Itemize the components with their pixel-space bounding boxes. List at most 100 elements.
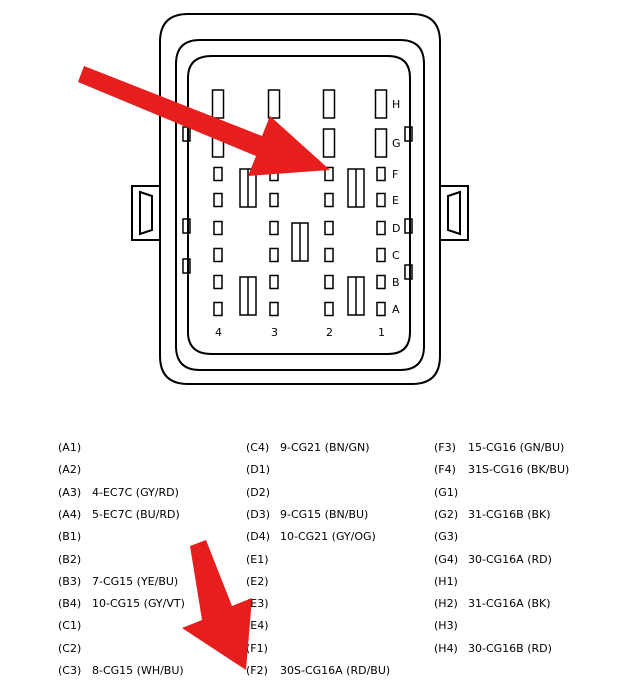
pin-entry: (G3) — [434, 530, 468, 543]
pin-circuit: 9-CG21 (BN/GN) — [280, 441, 370, 454]
pin-id: (C1) — [58, 619, 82, 633]
cavity-d3 — [269, 220, 279, 236]
pin-id: (H1) — [434, 574, 458, 588]
cavity-e2 — [324, 192, 334, 208]
cavity-b2 — [324, 274, 334, 290]
pin-id: (G4) — [434, 552, 459, 566]
pin-id: (B4) — [58, 597, 82, 611]
right-latch — [440, 185, 469, 241]
pin-entry: (D3) 9-CG15 (BN/BU) — [246, 508, 368, 521]
pin-id: (B3) — [58, 574, 82, 588]
row-label: E — [392, 194, 399, 207]
pin-circuit: 31-CG16B (BK) — [468, 507, 551, 521]
pin-circuit: 10-CG21 (GY/OG) — [280, 530, 376, 544]
pin-circuit: 30S-CG16A (RD/BU) — [280, 664, 391, 677]
housing-peg-4 — [404, 126, 413, 142]
column-label: 2 — [326, 326, 333, 339]
pin-circuit: 15-CG16 (GN/BU) — [468, 441, 565, 454]
column-label: 4 — [215, 326, 222, 339]
pin-id: (E2) — [246, 574, 269, 588]
row-label: H — [392, 98, 400, 111]
pin-entry: (H2)31-CG16A (BK) — [434, 597, 551, 610]
cavity-a1 — [376, 301, 386, 317]
pin-entry: (G4)30-CG16A (RD) — [434, 553, 552, 566]
pin-entry: (E2) — [246, 575, 280, 588]
cavity-b4 — [213, 274, 223, 290]
cavity-c4 — [213, 247, 223, 263]
pin-entry: (G2) 31-CG16B (BK) — [434, 508, 551, 521]
pin-id: (F2) — [246, 664, 268, 677]
pin-entry: (F3) 15-CG16 (GN/BU) — [434, 441, 564, 454]
pin-entry: (G1) — [434, 486, 468, 499]
connector-housing-outer — [159, 13, 441, 385]
cavity-e1 — [376, 192, 386, 208]
pin-id: (B2) — [58, 552, 82, 566]
pin-id: (C3) — [58, 664, 82, 677]
cavity-d4 — [213, 220, 223, 236]
pin-id: (F4) — [434, 463, 456, 477]
row-label: F — [392, 168, 398, 181]
cavity-b1 — [376, 274, 386, 290]
row-label: D — [392, 222, 400, 235]
pin-entry: (E1) — [246, 553, 280, 566]
cavity-c2 — [324, 247, 334, 263]
pin-id: (F3) — [434, 441, 456, 454]
pin-id: (A4) — [58, 507, 82, 521]
pin-circuit: 31-CG16A (BK) — [468, 597, 551, 611]
pin-entry: (C1) — [58, 619, 92, 632]
pin-entry: (H1) — [434, 575, 468, 588]
row-label: A — [392, 303, 400, 316]
pin-circuit: 7-CG15 (YE/BU) — [92, 574, 179, 588]
pin-id: (A1) — [58, 441, 82, 454]
pin-id: (G2) — [434, 507, 459, 521]
pin-id: (D4) — [246, 530, 271, 544]
row-label: C — [392, 249, 400, 262]
pin-entry: (B3) 7-CG15 (YE/BU) — [58, 575, 178, 588]
pin-id: (H4) — [434, 641, 458, 655]
pin-circuit: 5-EC7C (BU/RD) — [92, 507, 180, 521]
pin-entry: (A4) 5-EC7C (BU/RD) — [58, 508, 180, 521]
pin-entry: (H4)30-CG16B (RD) — [434, 642, 552, 655]
pin-entry: (H3) — [434, 619, 468, 632]
housing-peg-6 — [404, 264, 413, 280]
cavity-d2 — [324, 220, 334, 236]
cavity-a3 — [269, 301, 279, 317]
pin-id: (H3) — [434, 619, 458, 633]
left-latch — [131, 185, 160, 241]
pin-entry: (B1) — [58, 530, 92, 543]
pin-id: (D1) — [246, 463, 271, 477]
row-label: B — [392, 276, 400, 289]
housing-peg-5 — [404, 218, 413, 234]
pin-entry: (C3)8-CG15 (WH/BU) — [58, 664, 184, 677]
pin-id: (A2) — [58, 463, 82, 477]
pin-id: (D3) — [246, 507, 271, 521]
pin-entry: (C2) — [58, 642, 92, 655]
cavity-c1 — [376, 247, 386, 263]
pin-id: (C4) — [246, 441, 270, 454]
pin-entry: (D1) — [246, 463, 280, 476]
pin-id: (G3) — [434, 530, 459, 544]
cavity-a2 — [324, 301, 334, 317]
cavity-c3 — [269, 247, 279, 263]
pin-entry: (F1) — [246, 642, 280, 655]
pin-entry: (C4) 9-CG21 (BN/GN) — [246, 441, 369, 454]
column-label: 1 — [378, 326, 385, 339]
pin-entry: (F4)31S-CG16 (BK/BU) — [434, 463, 569, 476]
pin-id: (E3) — [246, 597, 269, 611]
pin-id: (E1) — [246, 552, 269, 566]
pin-entry: (B4)10-CG15 (GY/VT) — [58, 597, 185, 610]
pin-entry: (E3) — [246, 597, 280, 610]
pin-id: (B1) — [58, 530, 82, 544]
pin-entry: (E4) — [246, 619, 280, 632]
pin-entry: (F2) 30S-CG16A (RD/BU) — [246, 664, 390, 677]
column-label: 3 — [271, 326, 278, 339]
pin-entry: (A2) — [58, 463, 92, 476]
column-labels: 4 3 2 1 — [215, 326, 385, 339]
pin-circuit: 9-CG15 (BN/BU) — [280, 507, 369, 521]
cavity-e3 — [269, 192, 279, 208]
cavity-h1 — [374, 89, 388, 119]
pin-id: (G1) — [434, 485, 459, 499]
cavity-a4 — [213, 301, 223, 317]
